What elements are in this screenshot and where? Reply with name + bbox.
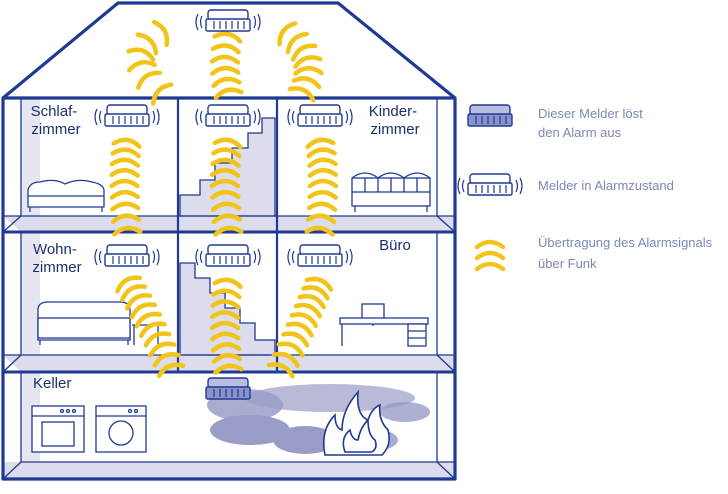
radio-wave-arc (215, 31, 241, 41)
smoke-detector-icon (195, 104, 261, 127)
legend: Dieser Melder löst den Alarm aus Melder … (457, 104, 716, 271)
smoke-detector-icon (94, 244, 160, 267)
radio-wave-arc (212, 68, 238, 74)
room-label-buero: Büro (379, 237, 411, 254)
radio-wave-arc (128, 60, 154, 70)
radio-wave-arc (112, 192, 138, 198)
radio-wave-arc (215, 87, 241, 97)
radio-wave-arc (112, 203, 138, 209)
radio-wave-arc (307, 138, 333, 147)
smoke-detector-icon (195, 244, 261, 267)
smoke-detector-icon (195, 9, 261, 32)
room-label-keller: Keller (33, 375, 71, 392)
room-label-wohnzimmer: Wohn- zimmer (32, 241, 81, 276)
radio-wave-arc (215, 278, 241, 286)
legend-radio-wave-icon (477, 242, 503, 269)
radio-wave-arc (112, 170, 138, 176)
legend-alarm-text: Melder in Alarmzustand (538, 178, 674, 193)
radio-wave-arc (154, 20, 171, 45)
radio-wave-arc (308, 148, 334, 156)
smoke-detector-icon (287, 104, 353, 127)
fire-icon (322, 389, 390, 456)
room-walls (3, 96, 455, 372)
legend-alarm-detector-icon (457, 173, 523, 196)
perspective-lines (2, 97, 456, 480)
radio-wave-arc (213, 77, 239, 85)
room-label-kinderzimmer: Kinder- zimmer (369, 103, 422, 138)
room-fills (3, 98, 455, 479)
triggering-smoke-detector-icon (205, 377, 251, 400)
staircase-upper (179, 117, 276, 217)
smoke-detector-icon (287, 244, 353, 267)
radio-wave-arc (294, 76, 320, 87)
dryer-icon (95, 405, 147, 453)
radio-wave-arc (310, 170, 336, 176)
radio-wave-arc (296, 68, 322, 73)
radio-wave-arc (114, 138, 140, 146)
radio-wave-arc (129, 46, 155, 59)
smoke-detector-icon (94, 104, 160, 127)
radio-wave-arc (215, 138, 241, 147)
staircase-lower (179, 262, 276, 356)
radio-wave-arc (294, 54, 320, 66)
bed-icon (27, 179, 105, 212)
radio-wave-arc (310, 181, 336, 186)
radio-wave-arc (135, 69, 159, 88)
bunk-bed-icon (351, 172, 431, 212)
radio-wave-arc (112, 181, 138, 186)
room-labels: Schlaf- zimmer Kinder- zimmer Wohn- zimm… (31, 103, 422, 392)
radio-wave-arc (112, 159, 138, 166)
radio-wave-arc (310, 192, 336, 198)
legend-trigger-text: Dieser Melder löst den Alarm aus (538, 106, 646, 140)
radio-wave-arc (309, 159, 335, 166)
room-label-schlafzimmer: Schlaf- zimmer (31, 103, 82, 138)
radio-wave-arc (150, 81, 171, 103)
legend-signal-text: Übertragung des Alarmsignals über Funk (538, 235, 716, 271)
washing-machine-icon (31, 405, 85, 453)
legend-triggering-detector-icon (467, 104, 513, 127)
radio-wave-arc (213, 44, 239, 52)
radio-wave-arc (113, 148, 139, 155)
desk-icon (339, 303, 429, 347)
radio-wave-arc (309, 203, 335, 210)
sofa-icon (37, 301, 131, 345)
radio-wave-arc (212, 56, 238, 62)
